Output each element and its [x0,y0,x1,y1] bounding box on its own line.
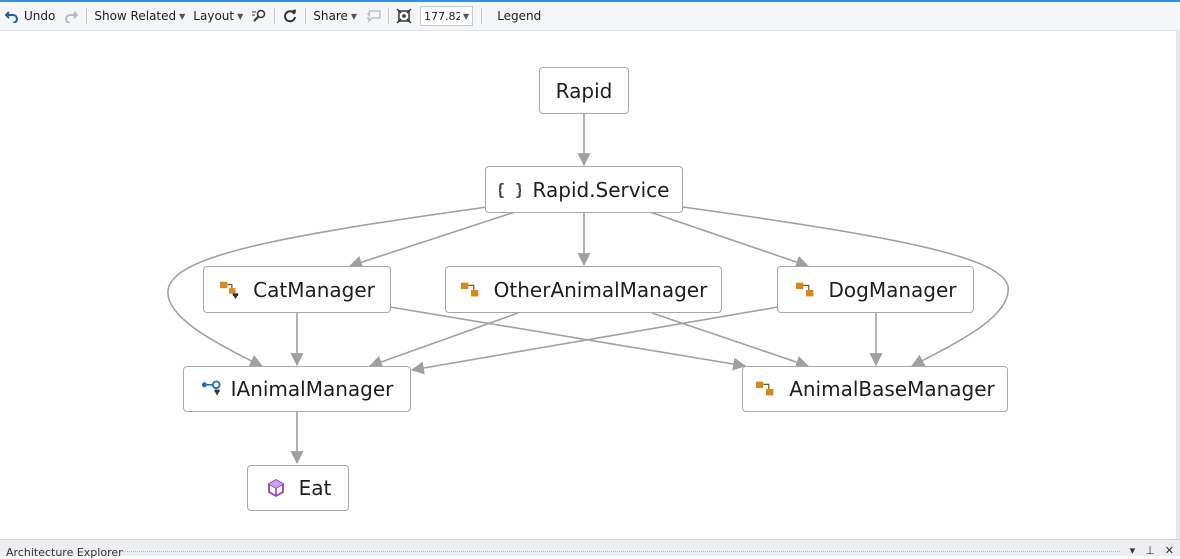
node-dog-manager-label: DogManager [828,277,957,302]
node-animal-base-manager[interactable]: AnimalBaseManager [742,366,1008,412]
edge-service-base [682,206,1009,367]
node-other-animal-manager[interactable]: OtherAnimalManager [445,266,722,313]
node-rapid-service[interactable]: { } Rapid.Service [485,166,683,213]
node-other-animal-manager-label: OtherAnimalManager [493,277,708,302]
node-ianimal-manager-label: IAnimalManager [230,377,394,401]
close-icon[interactable]: ✕ [1164,544,1174,557]
zoom-to-fit-button[interactable] [392,5,416,27]
toolbar-separator [388,8,390,24]
legend-button[interactable]: Legend [493,5,545,27]
show-related-dropdown[interactable]: Show Related ▼ [90,5,189,27]
refresh-button[interactable] [278,5,302,27]
node-rapid-label: Rapid [555,78,613,103]
window-accent-bar [0,0,1180,2]
class-icon [795,279,817,301]
node-rapid-service-label: Rapid.Service [532,177,670,202]
graph-edges [167,114,1009,465]
panel-controls: ▾ ⊥ ✕ [1130,544,1174,557]
find-button[interactable] [247,5,271,27]
graph-toolbar: Undo Show Related ▼ Layout ▼ Share ▼ [0,2,1180,31]
redo-icon [63,8,79,24]
class-icon [755,378,777,400]
node-cat-manager[interactable]: CatManager [203,266,391,313]
toolbar-separator [481,8,483,24]
node-animal-base-manager-label: AnimalBaseManager [789,377,995,401]
chevron-down-icon: ▼ [350,11,358,21]
toolbar-separator [86,8,88,24]
find-icon [251,8,267,24]
panel-title: Architecture Explorer [6,546,123,559]
class-icon [460,279,482,301]
svg-text:{ }: { } [499,181,521,199]
pin-icon[interactable]: ⊥ [1145,544,1155,557]
legend-label: Legend [497,9,542,23]
undo-label: Undo [24,9,56,23]
edge-service-cat [348,211,516,269]
edge-other-base [651,312,810,369]
edge-dog-ianimal [410,306,779,375]
share-dropdown[interactable]: Share ▼ [309,5,361,27]
architecture-explorer-panel: Architecture Explorer ▾ ⊥ ✕ [0,539,1180,559]
redo-button[interactable] [59,5,83,27]
node-ianimal-manager[interactable]: IAnimalManager [183,366,411,412]
share-label: Share [313,9,348,23]
toolbar-separator [305,8,307,24]
panel-title-divider [122,551,1120,552]
interface-icon [201,378,223,400]
edge-cat-base [389,306,747,371]
class-icon [219,279,241,301]
panel-menu-icon[interactable]: ▾ [1129,544,1136,557]
edge-service-ianimal [167,206,488,367]
refresh-icon [282,8,298,24]
undo-icon [4,8,20,24]
node-rapid[interactable]: Rapid [539,67,629,114]
chevron-down-icon: ▼ [179,11,186,21]
node-dog-manager[interactable]: DogManager [777,266,974,313]
chevron-down-icon: ▼ [237,11,244,21]
chevron-down-icon: ▼ [463,11,470,21]
dependency-graph-canvas[interactable]: Rapid { } Rapid.Service CatManager Other… [0,31,1176,539]
show-related-label: Show Related [94,9,177,23]
comment-icon [365,8,381,24]
node-eat-label: Eat [298,476,332,500]
zoom-level-value: 177.82 [424,9,461,23]
method-icon [265,477,287,499]
layout-dropdown[interactable]: Layout ▼ [189,5,247,27]
edge-other-ianimal [368,312,519,369]
comment-button[interactable] [361,5,385,27]
namespace-icon: { } [499,179,521,201]
layout-label: Layout [193,9,235,23]
node-eat[interactable]: Eat [247,465,349,511]
edge-service-dog [649,211,810,269]
zoom-level-select[interactable]: 177.82 ▼ [420,6,474,26]
undo-button[interactable]: Undo [0,5,59,27]
toolbar-separator [274,8,276,24]
node-cat-manager-label: CatManager [253,277,375,302]
vertical-scrollbar[interactable] [1176,31,1180,539]
zoom-to-fit-icon [396,8,412,24]
